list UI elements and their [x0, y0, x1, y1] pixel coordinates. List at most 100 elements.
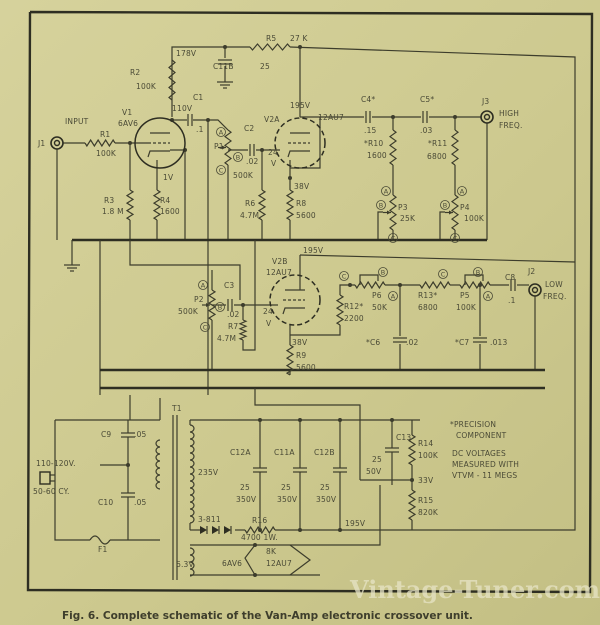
tube-cathode: [287, 150, 310, 158]
r4-value: 1600: [160, 207, 180, 216]
junction-dot: [453, 115, 457, 119]
v2b-12au7-tube: [269, 274, 321, 326]
junction-dot: [338, 528, 342, 532]
c4-value: .15: [364, 126, 377, 135]
r10-value: 1600: [367, 151, 387, 160]
r16-label: R16: [252, 516, 267, 525]
watermark: Vintage-Tuner.com: [349, 575, 600, 604]
filament-8k: 8K: [266, 547, 277, 556]
p2-terminal-a: A: [198, 280, 208, 290]
p3-terminal-c: C: [388, 233, 398, 243]
r16-value: 4700 1W.: [241, 533, 278, 542]
j1-label: J1: [37, 139, 45, 148]
c11a-voltage: 350V: [277, 495, 298, 504]
r14-value: 100K: [418, 451, 439, 460]
c3-label: C3: [224, 281, 234, 290]
c11b-label: C11B: [213, 62, 234, 71]
v2a-grid-voltage-unit: V: [271, 159, 277, 168]
c11b-capacitor: [218, 59, 232, 65]
terminal-circle: [200, 322, 210, 332]
junction-dot: [298, 45, 302, 49]
junction-dot: [128, 141, 132, 145]
mains-voltage-label: 110-120V.: [36, 459, 76, 468]
r15-resistor: [407, 489, 417, 521]
terminal-letter: C: [441, 270, 446, 278]
c12a-voltage: 350V: [236, 495, 257, 504]
r3-resistor: [125, 189, 135, 221]
terminal-circle: [378, 267, 388, 277]
terminal-letter: C: [219, 166, 224, 174]
c2-label: C2: [244, 124, 254, 133]
j2-low-freq-jack: [528, 283, 542, 297]
r9-resistor: [285, 344, 295, 376]
p5-label: P5: [460, 291, 470, 300]
p1-terminal-b: B: [233, 152, 243, 162]
r1-label: R1: [100, 130, 110, 139]
terminal-circle: [381, 186, 391, 196]
wire: [377, 211, 383, 240]
junction-dot: [348, 283, 352, 287]
p1-terminal-c: C: [216, 165, 226, 175]
c12a-label: C12A: [230, 448, 251, 457]
c9-capacitor: [121, 432, 135, 438]
r2-resistor: [168, 59, 176, 101]
c11b-value: 25: [260, 62, 270, 71]
rectifier-diode: [224, 526, 231, 534]
voltage-195v-v2a: 195V: [290, 101, 311, 110]
filament-12au7: 12AU7: [266, 559, 292, 568]
junction-dot: [288, 176, 292, 180]
p1-value: 500K: [233, 171, 254, 180]
terminal-letter: B: [218, 303, 222, 311]
wire: [244, 544, 256, 576]
tube-envelope: [269, 274, 321, 326]
c12a-capacitor: [253, 467, 267, 473]
v1-type: 6AV6: [118, 119, 138, 128]
terminal-letter: B: [476, 268, 480, 276]
voltage-38v-v2b: 38V: [292, 338, 308, 347]
filament-6av6: 6AV6: [222, 559, 242, 568]
terminal-letter: A: [460, 187, 465, 195]
r13-resistor: [419, 280, 451, 290]
r16-resistor: [244, 525, 276, 535]
r8-value: 5600: [296, 211, 316, 220]
input-label: INPUT: [65, 117, 89, 126]
figure-caption: Fig. 6. Complete schematic of the Van-Am…: [62, 610, 473, 622]
p2-terminal-b: B: [215, 302, 225, 312]
v2a-type: 12AU7: [318, 113, 344, 122]
p4-label: P4: [460, 203, 470, 212]
terminal-letter: A: [384, 187, 389, 195]
precision-note-2: COMPONENT: [456, 431, 507, 440]
terminal-circle: [388, 233, 398, 243]
r5-value: 27 K: [290, 34, 309, 43]
v2a-12au7-tube: [274, 117, 326, 169]
terminal-circle: [473, 267, 483, 277]
wire: [359, 274, 379, 285]
ac-plug-icon: [39, 471, 51, 485]
terminal-letter: B: [443, 201, 447, 209]
c11a-capacitor: [293, 467, 307, 473]
terminal-circle: [457, 186, 467, 196]
c8-label: C8: [505, 273, 515, 282]
p5-terminal-a: A: [483, 291, 493, 301]
r7-label: R7: [228, 322, 238, 331]
c8-value: .1: [508, 296, 516, 305]
tube-cathode: [147, 150, 170, 158]
r14-label: R14: [418, 439, 433, 448]
terminal-circle: [233, 152, 243, 162]
wire: [170, 149, 186, 240]
p3-terminal-b: B: [376, 200, 386, 210]
voltage-178v: 178V: [176, 49, 197, 58]
j3-high-freq-jack: [480, 110, 494, 124]
wire: [439, 211, 445, 240]
voltage-235v: 235V: [198, 468, 219, 477]
terminal-circle: [438, 269, 448, 279]
j3-label: J3: [481, 97, 489, 106]
v2a-label: V2A: [264, 115, 280, 124]
t1-primary-winding: [155, 439, 161, 490]
c12b-label: C12B: [314, 448, 335, 457]
ground-icon: [64, 255, 80, 272]
f1-fuse: [89, 535, 111, 545]
r6-value: 4.7M: [240, 211, 259, 220]
wire: [193, 119, 229, 131]
